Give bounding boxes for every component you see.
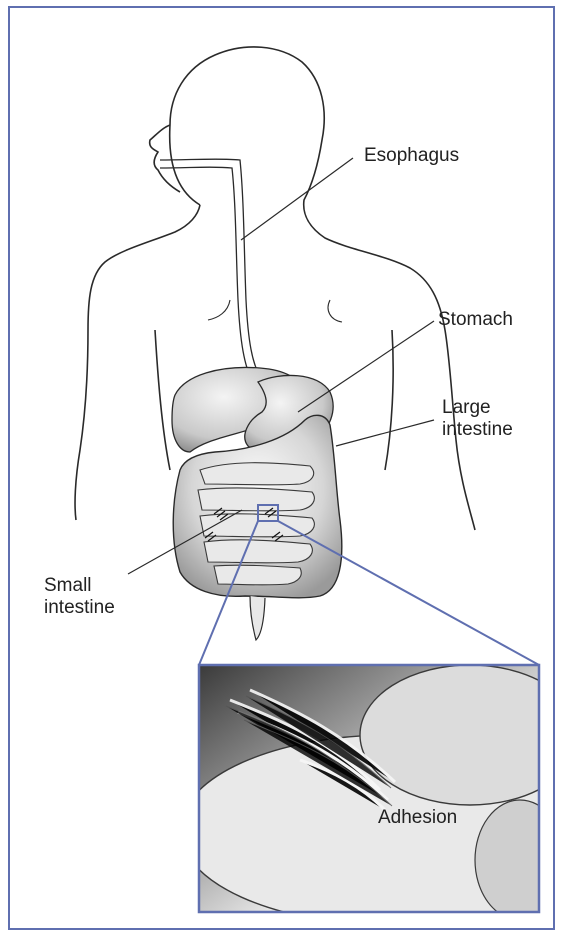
esophagus <box>160 159 262 384</box>
label-adhesion: Adhesion <box>378 807 457 829</box>
label-small-intestine: Small intestine <box>44 575 115 619</box>
adhesion-closeup <box>180 665 566 925</box>
label-esophagus: Esophagus <box>364 145 459 167</box>
label-stomach: Stomach <box>438 309 513 331</box>
label-large-intestine: Large intestine <box>442 397 513 441</box>
